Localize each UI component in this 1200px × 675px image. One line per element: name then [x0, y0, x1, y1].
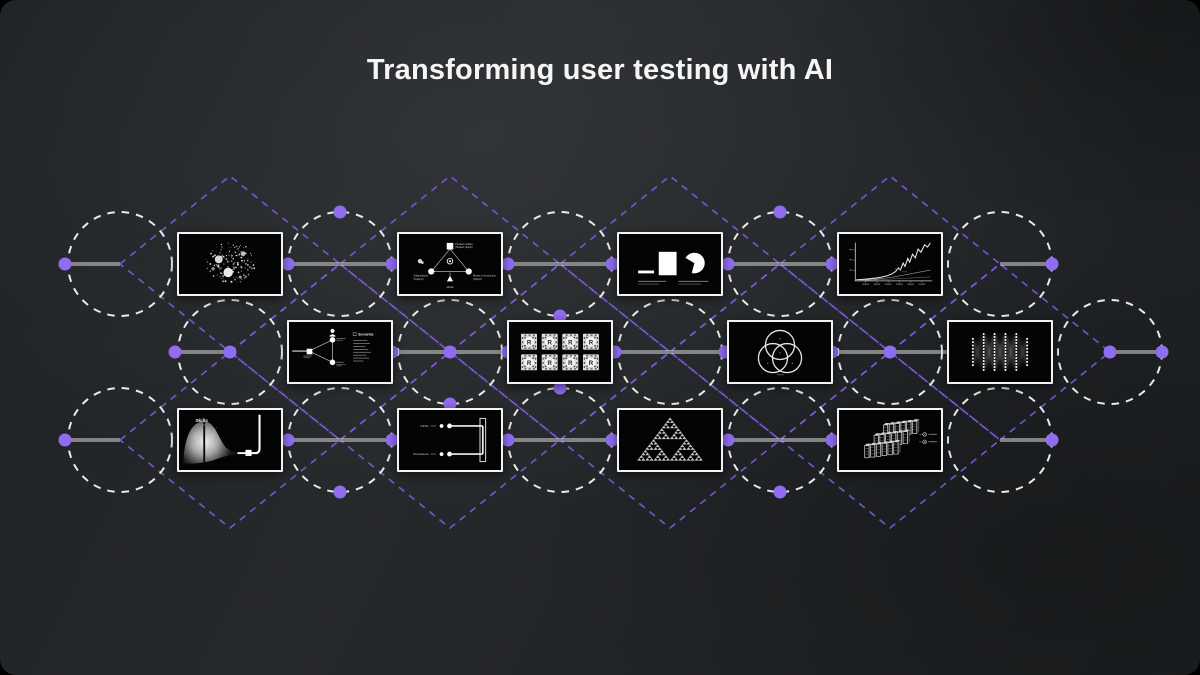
thumbnail-neural-network	[947, 320, 1053, 384]
thumbnail-activity-triangle: Product of labor(Subject object) Subject/…	[397, 232, 503, 296]
dashed-diamond	[338, 350, 562, 530]
purple-dot	[58, 257, 72, 271]
svg-text:(Subject object): (Subject object)	[455, 246, 473, 249]
dashed-diamond	[778, 350, 1002, 530]
purple-dot	[605, 433, 619, 447]
svg-text:R: R	[527, 360, 532, 367]
slide-title: Transforming user testing with AI	[366, 54, 834, 86]
purple-dot	[333, 205, 347, 219]
purple-dot	[1103, 345, 1117, 359]
purple-dot	[1155, 345, 1169, 359]
svg-text:Product of labor: Product of labor	[455, 243, 473, 246]
chip-grid-graphic: R R R R R R R R	[521, 333, 599, 371]
svg-text:R: R	[568, 360, 573, 367]
purple-dot	[553, 381, 567, 395]
purple-dot	[721, 257, 735, 271]
purple-dot	[1045, 257, 1059, 271]
svg-text:R: R	[589, 360, 594, 367]
thumbnail-shape-comparison	[617, 232, 723, 296]
svg-text:R: R	[527, 339, 532, 346]
purple-dot	[883, 345, 897, 359]
activity-triangle-graphic: Product of labor(Subject object) Subject/…	[413, 243, 496, 289]
purple-dot	[281, 433, 295, 447]
thumbnail-venn-diagram	[727, 320, 833, 384]
purple-dot	[443, 397, 457, 411]
thumbnail-growth-chart	[837, 232, 943, 296]
dashed-diamond	[118, 174, 342, 354]
purple-dot	[385, 257, 399, 271]
svg-text:Media: Media	[447, 286, 454, 289]
svg-text:Means of production: Means of production	[473, 275, 496, 278]
scenario-network-graphic: Scenarios	[292, 328, 374, 367]
particle-cloud-graphic	[206, 242, 257, 284]
thumbnail-sierpinski-triangle	[617, 408, 723, 472]
svg-text:GPUs: GPUs	[420, 424, 429, 428]
dashed-diamond	[118, 350, 342, 530]
thumbnail-chip-grid: R R R R R R R R	[507, 320, 613, 384]
svg-text:(Subject): (Subject)	[413, 278, 423, 281]
skills-label: Skills	[195, 418, 208, 424]
thumbnail-particle-cloud	[177, 232, 283, 296]
purple-dot	[223, 345, 237, 359]
skills-funnel-graphic: Skills	[183, 414, 261, 464]
dashed-diamond	[558, 350, 782, 530]
shape-comparison-graphic	[638, 251, 709, 285]
purple-dot	[281, 257, 295, 271]
svg-text:Processors: Processors	[413, 452, 429, 456]
thumbnail-skills-funnel: Skills	[177, 408, 283, 472]
svg-text:R: R	[589, 339, 594, 346]
scenarios-panel-header: Scenarios	[358, 333, 373, 337]
purple-dot	[333, 485, 347, 499]
neural-network-graphic	[971, 333, 1029, 371]
purple-dot	[501, 433, 515, 447]
server-racks-graphic	[864, 418, 937, 459]
svg-text:R: R	[547, 339, 552, 346]
thumbnail-scenario-network: Scenarios	[287, 320, 393, 384]
purple-dot	[58, 433, 72, 447]
growth-chart-graphic	[849, 242, 933, 285]
purple-dot	[553, 309, 567, 323]
purple-dot	[168, 345, 182, 359]
purple-dot	[385, 433, 399, 447]
purple-dot	[501, 257, 515, 271]
purple-dot	[773, 485, 787, 499]
purple-dot	[605, 257, 619, 271]
purple-dot	[825, 433, 839, 447]
purple-dot	[443, 345, 457, 359]
purple-dot	[1045, 433, 1059, 447]
diamond-grid	[118, 174, 1112, 530]
purple-dot	[773, 205, 787, 219]
svg-text:R: R	[568, 339, 573, 346]
svg-text:(Object): (Object)	[473, 278, 482, 281]
thumbnail-server-racks	[837, 408, 943, 472]
purple-dot	[825, 257, 839, 271]
svg-text:R: R	[547, 360, 552, 367]
sierpinski-triangle-graphic	[637, 417, 703, 461]
venn-diagram-graphic	[757, 329, 803, 376]
svg-text:Subject/actor: Subject/actor	[413, 275, 428, 278]
purple-dot	[721, 433, 735, 447]
